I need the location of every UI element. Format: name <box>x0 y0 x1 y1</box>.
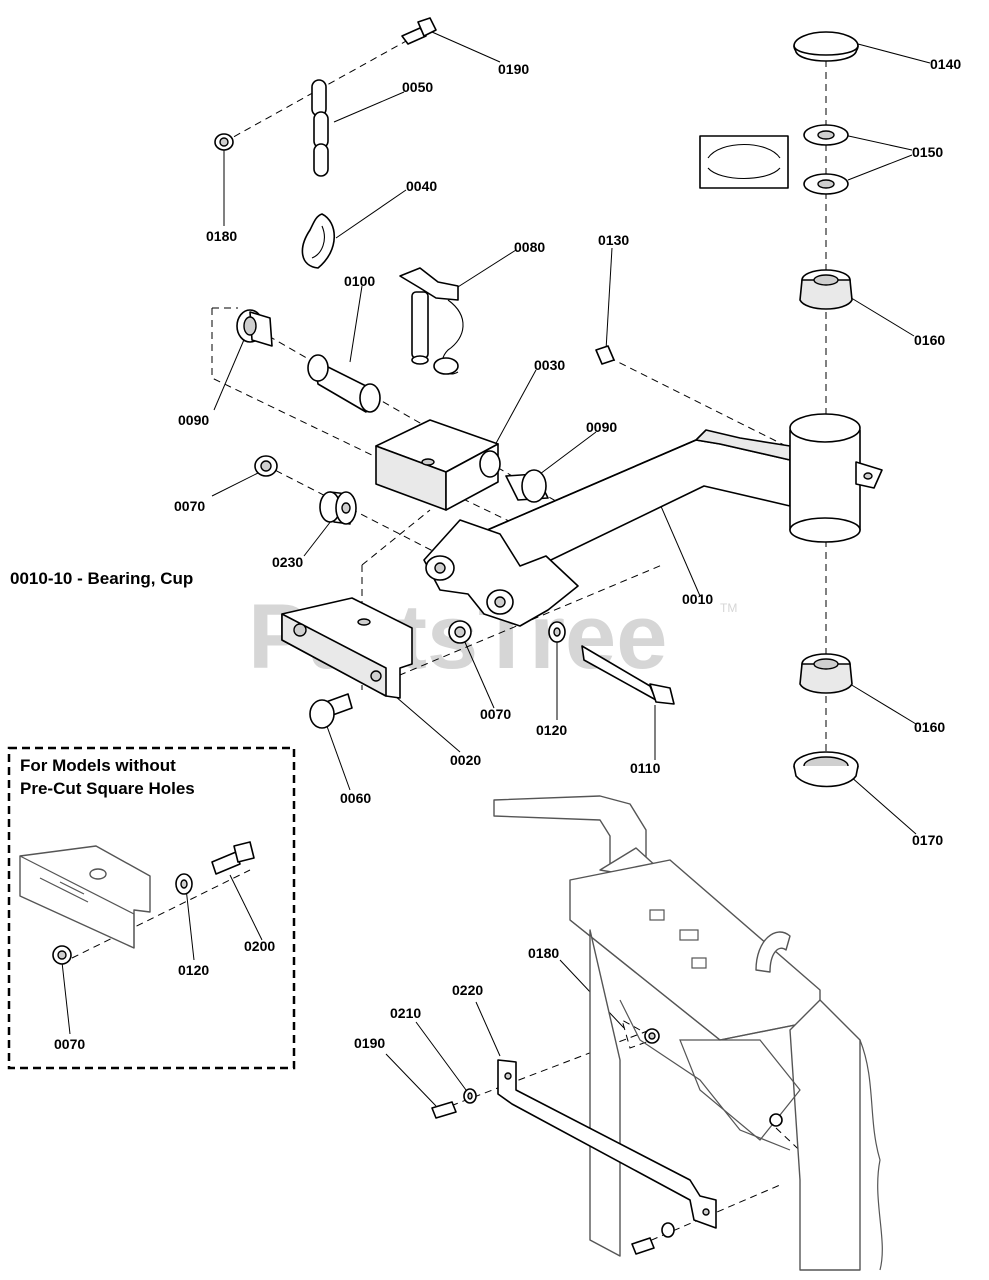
callout-0070-mid: 0070 <box>480 706 511 722</box>
bearing-0160-top <box>799 269 853 310</box>
nut-0070-mid <box>448 620 472 644</box>
bolt-0110 <box>581 645 675 705</box>
callout-0210: 0210 <box>390 1005 421 1021</box>
callout-0150: 0150 <box>912 144 943 160</box>
callout-0020: 0020 <box>450 752 481 768</box>
bolt-0200-inset <box>211 841 255 875</box>
callout-0200: 0200 <box>244 938 275 954</box>
inset-box <box>7 746 296 1070</box>
plate-0020 <box>281 597 413 699</box>
washer-0210 <box>463 1088 477 1104</box>
bearing-cup-0170 <box>793 751 859 788</box>
callout-0080: 0080 <box>514 239 545 255</box>
bearing-0160-bottom <box>799 653 853 694</box>
callout-0090-left: 0090 <box>178 412 209 428</box>
washer-0120-inset <box>175 873 193 895</box>
inset-bracket <box>19 845 151 949</box>
hardware-lower <box>631 1113 783 1255</box>
washers-0150 <box>803 124 849 195</box>
callout-0140: 0140 <box>930 56 961 72</box>
callout-0230: 0230 <box>272 554 303 570</box>
bolt-0190-bottom <box>431 1101 457 1119</box>
arm-0010 <box>423 413 883 627</box>
inset-title-line1: For Models without <box>20 756 176 775</box>
carriage-bolt-0060 <box>309 693 353 729</box>
callout-0190-bottom: 0190 <box>354 1035 385 1051</box>
tractor-frame <box>493 795 883 1271</box>
callout-0160-top: 0160 <box>914 332 945 348</box>
callout-0100: 0100 <box>344 273 375 289</box>
inset-title-line2: Pre-Cut Square Holes <box>20 779 195 798</box>
nut-0070-inset <box>52 945 72 965</box>
seal-cap-0140 <box>793 31 859 62</box>
callout-0040: 0040 <box>406 178 437 194</box>
bracket-0220 <box>497 1059 717 1229</box>
callout-0010: 0010 <box>682 591 713 607</box>
snap-ring-detail <box>699 135 789 189</box>
callout-0170: 0170 <box>912 832 943 848</box>
nut-0180-top <box>214 133 234 151</box>
bearing-note: 0010-10 - Bearing, Cup <box>10 569 193 588</box>
callout-0110: 0110 <box>630 760 661 776</box>
hitch-pin-0080 <box>399 267 464 375</box>
bushing-0090-right <box>505 469 549 503</box>
screw-0130 <box>595 345 615 365</box>
callout-0220: 0220 <box>452 982 483 998</box>
callout-0060: 0060 <box>340 790 371 806</box>
callout-0180-bottom: 0180 <box>528 945 559 961</box>
snap-hook-0040 <box>301 213 335 269</box>
bushing-0090-left <box>236 309 273 347</box>
callout-0120-inset: 0120 <box>178 962 209 978</box>
nut-0070-top <box>254 455 278 477</box>
callout-0180-top: 0180 <box>206 228 237 244</box>
callout-0130: 0130 <box>598 232 629 248</box>
callout-0030: 0030 <box>534 357 565 373</box>
bolt-0190-top <box>401 17 437 45</box>
callout-0050: 0050 <box>402 79 433 95</box>
block-0030 <box>375 419 501 511</box>
spacer-0100 <box>307 354 381 413</box>
callout-0090-right: 0090 <box>586 419 617 435</box>
callout-0070-inset: 0070 <box>54 1036 85 1052</box>
callout-0120-mid: 0120 <box>536 722 567 738</box>
callout-0160-bottom: 0160 <box>914 719 945 735</box>
callout-0070-top: 0070 <box>174 498 205 514</box>
roller-0230 <box>319 491 357 525</box>
callout-0190-top: 0190 <box>498 61 529 77</box>
washer-0120-mid <box>548 621 566 643</box>
chain-0050 <box>311 79 329 177</box>
nut-0180-bottom <box>644 1028 660 1044</box>
watermark-trademark: TM <box>720 601 737 615</box>
